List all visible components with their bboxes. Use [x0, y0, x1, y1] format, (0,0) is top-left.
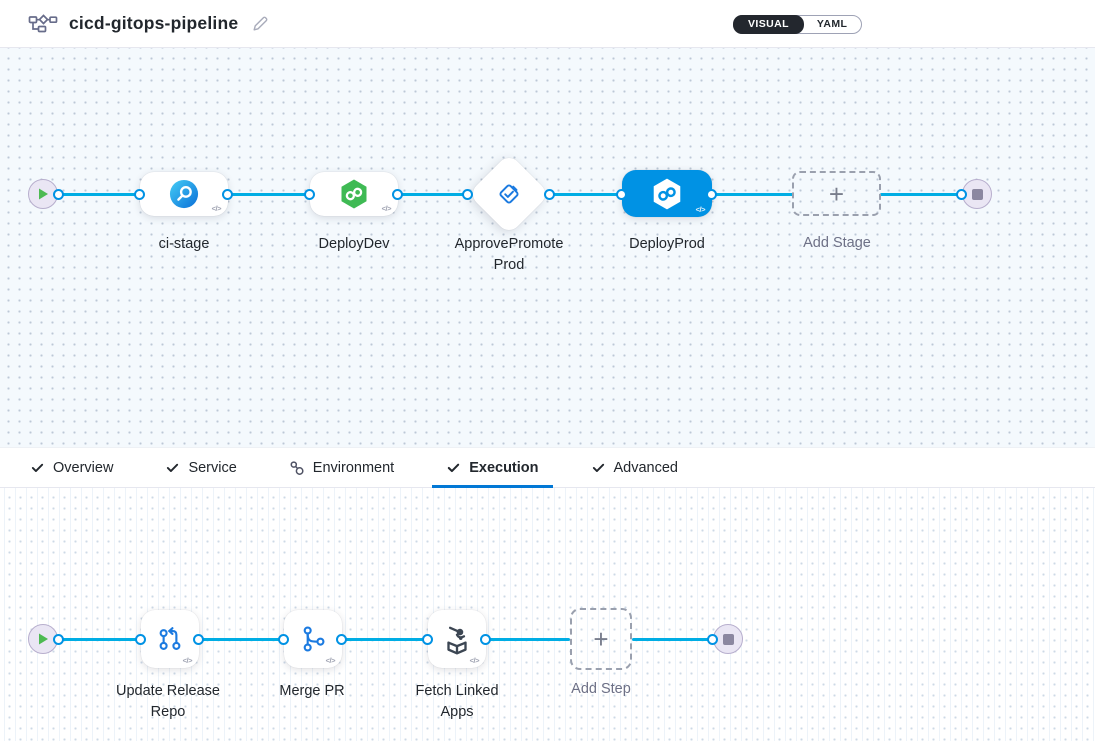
check-icon — [167, 463, 179, 472]
tab-execution[interactable]: Execution — [432, 448, 553, 488]
git-merge-icon — [303, 626, 325, 652]
add-step-button[interactable]: + — [570, 608, 632, 670]
toggle-visual[interactable]: VISUAL — [733, 15, 804, 34]
stage-node-deployprod[interactable]: </> — [622, 170, 712, 217]
code-badge: </> — [325, 656, 336, 665]
header: cicd-gitops-pipeline VISUAL YAML — [0, 0, 1095, 48]
connector-line — [710, 192, 794, 196]
pipeline-start-node[interactable] — [28, 179, 58, 209]
tab-service[interactable]: Service — [165, 448, 237, 487]
plus-icon: + — [828, 178, 845, 209]
connector-port[interactable] — [544, 188, 555, 200]
connector-port[interactable] — [53, 633, 64, 645]
step-node-update-release-repo[interactable]: </> — [141, 610, 199, 668]
tab-environment[interactable]: Environment — [289, 448, 394, 487]
connector-line — [46, 637, 145, 641]
approval-icon — [499, 184, 519, 204]
pipeline-title: cicd-gitops-pipeline — [69, 13, 239, 33]
step-node-merge-pr[interactable]: </> — [284, 610, 342, 668]
connector-port[interactable] — [134, 188, 145, 200]
stage-config-tabs: Overview Service Environment Execution A… — [0, 447, 1095, 488]
cd-icon — [341, 179, 367, 209]
code-badge: </> — [469, 656, 480, 665]
tab-label: Service — [188, 459, 237, 476]
toggle-yaml[interactable]: YAML — [816, 18, 848, 30]
tab-label: Environment — [312, 459, 395, 476]
fetch-apps-icon — [447, 626, 467, 655]
stage-node-ci-stage[interactable]: </> — [140, 172, 228, 216]
stop-icon — [722, 633, 734, 645]
connector-line — [486, 637, 570, 641]
tab-label: Execution — [469, 459, 539, 476]
code-badge: </> — [695, 205, 706, 214]
connector-port[interactable] — [193, 633, 204, 645]
connector-port[interactable] — [462, 188, 473, 200]
tab-overview[interactable]: Overview — [30, 448, 113, 487]
connector-port[interactable] — [278, 633, 289, 645]
connector-port[interactable] — [392, 188, 403, 200]
connector-port[interactable] — [616, 188, 627, 200]
connector-line — [46, 192, 144, 196]
view-toggle: VISUAL YAML — [733, 15, 863, 34]
stage-label: ApprovePromoteProd — [454, 236, 564, 274]
stage-canvas[interactable]: </> </> — [0, 48, 1095, 447]
connector-port[interactable] — [956, 188, 967, 200]
step-label: Fetch Linked Apps — [415, 683, 499, 721]
connector-line — [199, 637, 286, 641]
pipeline-icon — [28, 11, 58, 36]
add-step-label: Add Step — [571, 681, 631, 697]
step-node-fetch-linked-apps[interactable]: </> — [428, 610, 486, 668]
connector-port[interactable] — [336, 633, 347, 645]
check-icon — [447, 463, 460, 473]
connector-line — [548, 192, 626, 196]
connector-line — [632, 637, 714, 641]
ci-stage-icon — [169, 179, 199, 209]
stop-icon — [971, 188, 983, 200]
stage-label: ci-stage — [158, 236, 210, 252]
step-label: Update Release Repo — [116, 683, 220, 721]
connector-port[interactable] — [480, 633, 491, 645]
connector-port[interactable] — [135, 633, 146, 645]
check-icon — [592, 463, 604, 472]
cd-icon — [653, 178, 681, 209]
check-icon — [31, 463, 44, 472]
play-icon — [39, 633, 48, 645]
execution-canvas[interactable]: </> </> </> — [0, 488, 1095, 741]
connector-port[interactable] — [222, 188, 233, 200]
connector-port[interactable] — [304, 188, 315, 200]
code-badge: </> — [381, 204, 392, 213]
environment-icon — [290, 460, 304, 475]
pipeline-end-node[interactable] — [962, 179, 992, 209]
edit-pencil-icon[interactable] — [251, 15, 269, 33]
tab-label: Overview — [53, 459, 114, 476]
tab-advanced[interactable]: Advanced — [591, 448, 679, 487]
stage-label: DeployDev — [318, 236, 390, 252]
play-icon — [39, 188, 48, 200]
connector-port[interactable] — [53, 188, 64, 200]
add-stage-label: Add Stage — [803, 235, 871, 251]
code-badge: </> — [182, 656, 193, 665]
plus-icon: + — [593, 624, 609, 654]
connector-line — [880, 192, 964, 196]
connector-line — [226, 192, 314, 196]
stage-node-approvepromoteprod[interactable] — [467, 152, 551, 236]
git-revert-icon — [159, 627, 181, 650]
tab-label: Advanced — [613, 459, 679, 476]
connector-port[interactable] — [422, 633, 433, 645]
code-badge: </> — [211, 204, 222, 213]
stage-label: DeployProd — [629, 236, 705, 252]
step-label: Merge PR — [279, 683, 345, 699]
add-stage-button[interactable]: + — [792, 171, 881, 216]
connector-line — [342, 637, 430, 641]
connector-port[interactable] — [706, 188, 717, 200]
connector-line — [396, 192, 472, 196]
connector-port[interactable] — [707, 633, 718, 645]
stage-node-deploydev[interactable]: </> — [310, 172, 398, 216]
